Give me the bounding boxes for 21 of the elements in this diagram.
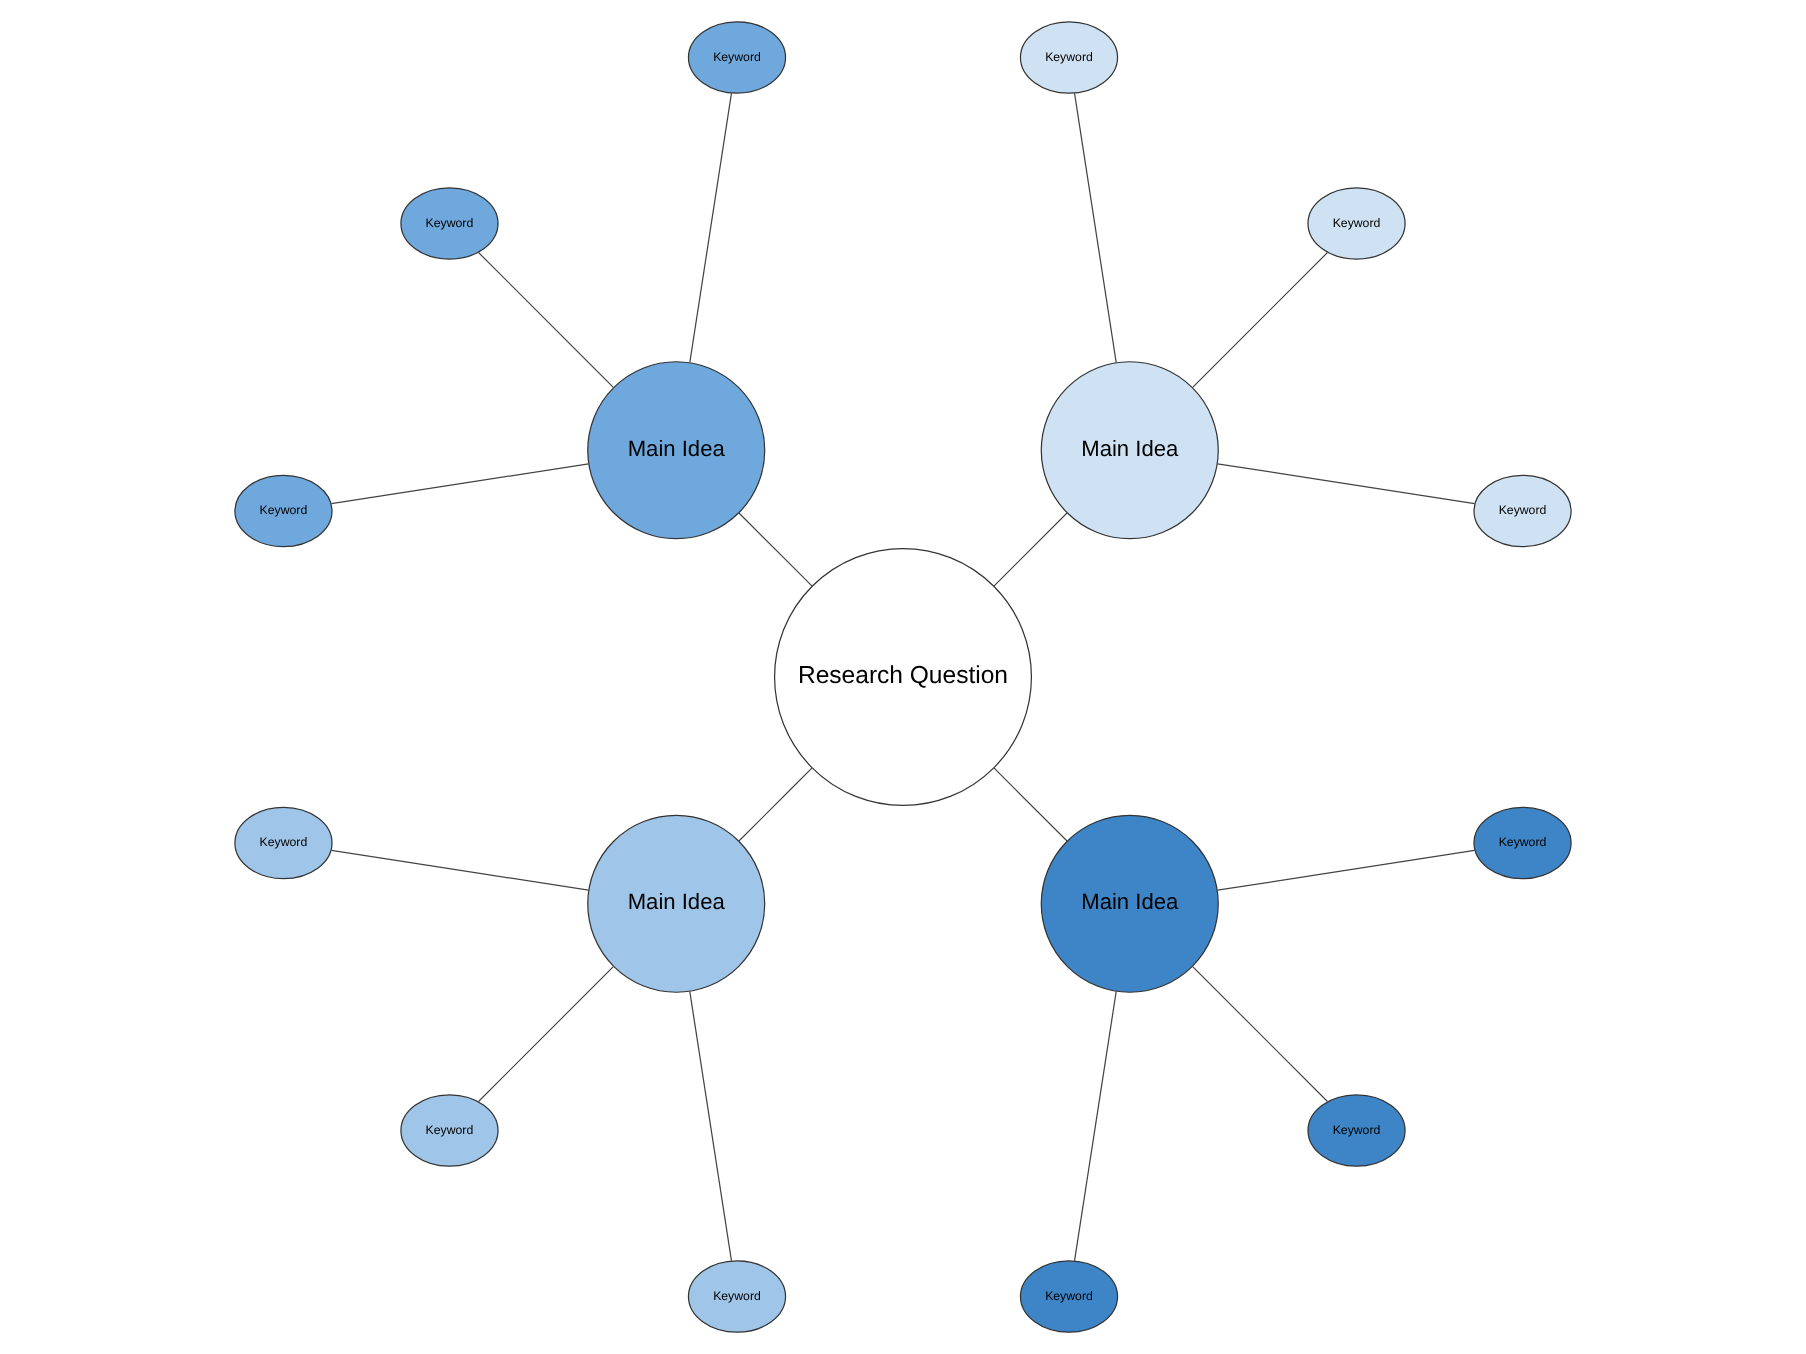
node-circle: Main Idea — [1040, 814, 1219, 993]
node-circle: Main Idea — [1040, 361, 1219, 540]
connector — [330, 463, 590, 505]
connector — [738, 512, 813, 587]
connector — [1073, 990, 1117, 1262]
connector — [1216, 463, 1476, 505]
connector — [477, 966, 614, 1103]
connector — [477, 251, 614, 388]
connector — [1216, 849, 1476, 891]
connector — [330, 849, 590, 891]
connector — [689, 92, 733, 364]
connector — [689, 990, 733, 1262]
connector — [738, 767, 813, 842]
connector — [1073, 92, 1117, 364]
node-circle: Main Idea — [587, 361, 766, 540]
connector — [1192, 966, 1329, 1103]
node-circle: Main Idea — [587, 814, 766, 993]
connector — [993, 512, 1068, 587]
connector — [993, 767, 1068, 842]
connector — [1192, 251, 1329, 388]
node-circle: Research Question — [773, 547, 1033, 807]
